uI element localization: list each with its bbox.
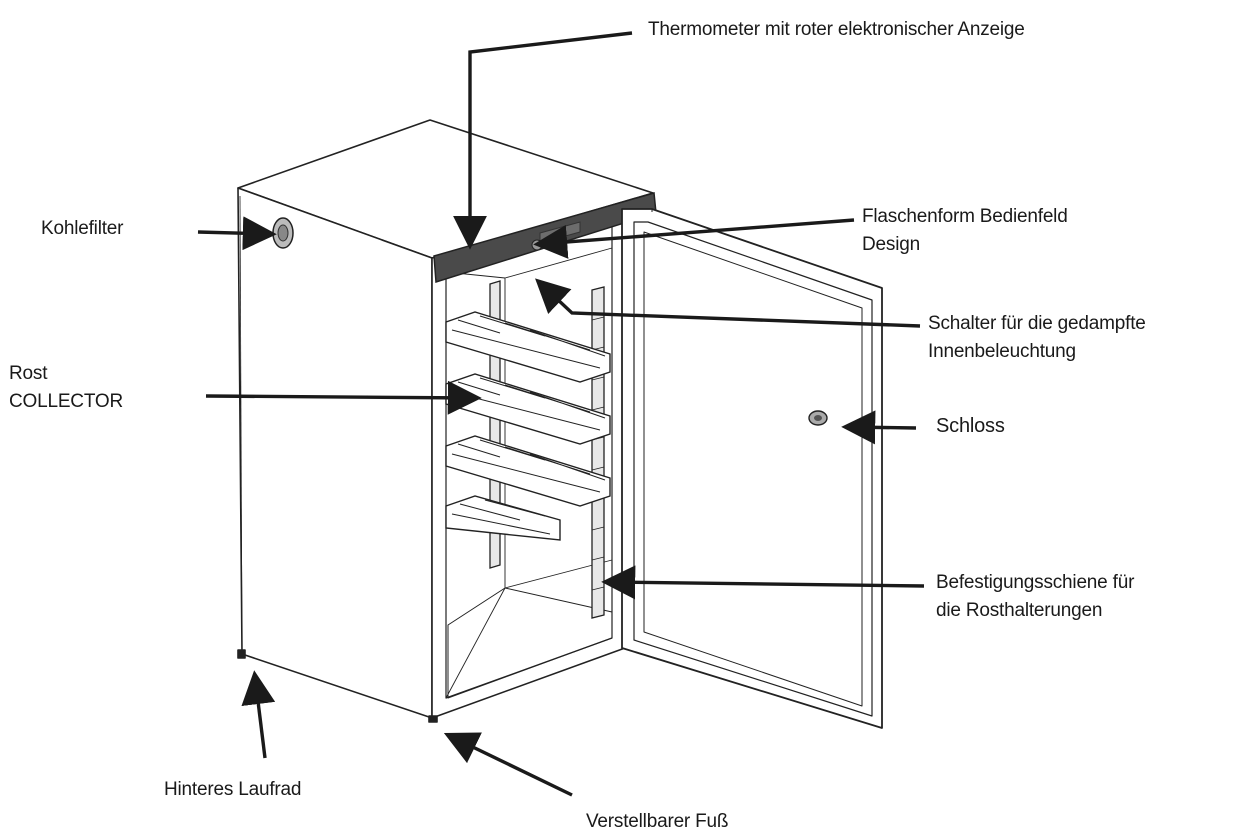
leader-kohlefilter — [197, 216, 277, 251]
label-fuss: Verstellbarer Fuß — [586, 808, 729, 836]
label-schloss-text: Schloss — [936, 415, 1005, 437]
label-laufrad-text: Hinteres Laufrad — [164, 779, 302, 800]
rack — [445, 435, 611, 507]
label-bedienfeld: Flaschenform Bedienfeld Design — [862, 203, 1068, 259]
open-door — [621, 208, 883, 729]
label-thermometer-text: Thermometer mit roter elektronischer Anz… — [648, 19, 1025, 40]
label-befestigung-line1: Befestigungsschiene für — [936, 572, 1135, 593]
leader-laufrad — [241, 670, 276, 759]
label-bedienfeld-line2: Design — [862, 234, 920, 255]
label-kohlefilter: Kohlefilter — [41, 215, 123, 243]
label-schalter-line1: Schalter für die gedampfte — [928, 313, 1146, 334]
label-schalter-line2: Innenbeleuchtung — [928, 341, 1076, 362]
rack — [445, 311, 611, 383]
label-bedienfeld-line1: Flaschenform Bedienfeld — [862, 206, 1068, 227]
carbon-filter — [272, 217, 294, 249]
leader-schloss — [841, 410, 917, 445]
leader-schalter — [535, 278, 921, 328]
lock — [808, 410, 828, 426]
front-foot — [428, 715, 438, 723]
label-kohlefilter-text: Kohlefilter — [41, 218, 124, 239]
label-rost-line2: COLLECTOR — [9, 391, 123, 412]
cabinet-side — [237, 187, 433, 719]
label-thermometer: Thermometer mit roter elektronischer Anz… — [648, 16, 1025, 44]
leader-lines — [197, 31, 925, 797]
rack — [445, 495, 561, 541]
leader-thermometer — [453, 31, 633, 250]
label-rost-line1: Rost — [9, 363, 48, 384]
rack — [445, 373, 611, 445]
label-laufrad: Hinteres Laufrad — [164, 776, 301, 804]
label-befestigung: Befestigungsschiene für die Rosthalterun… — [936, 569, 1134, 625]
leader-flaschenform — [533, 218, 855, 259]
label-befestigung-line2: die Rosthalterungen — [936, 600, 1103, 621]
label-fuss-text: Verstellbarer Fuß — [586, 811, 729, 832]
label-schloss: Schloss — [936, 412, 1005, 440]
leader-rost — [205, 380, 482, 415]
leader-fuss — [443, 732, 573, 797]
leader-befestigung — [601, 565, 925, 600]
label-schalter: Schalter für die gedampfte Innenbeleucht… — [928, 310, 1146, 366]
bottle-racks — [445, 311, 611, 541]
label-rost: Rost COLLECTOR — [9, 360, 123, 416]
rear-wheel — [237, 649, 246, 659]
